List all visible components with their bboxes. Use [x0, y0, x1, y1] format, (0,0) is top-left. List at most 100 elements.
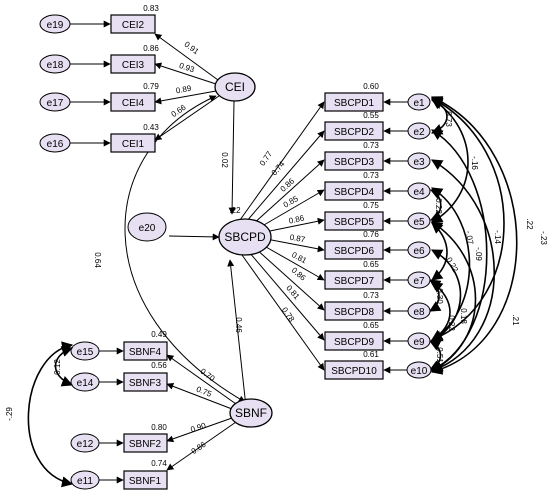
- indicator-label-sbnf3: SBNF3: [129, 378, 162, 389]
- error-label-e9: e9: [413, 337, 425, 348]
- cov-e3-e10: [430, 159, 496, 373]
- path-e20-to-sbcpd: [168, 233, 220, 241]
- cov-e15-e11: [27, 341, 74, 488]
- r2-sbcpd7: 0.65: [363, 260, 379, 269]
- loading-cei-cei2: [154, 33, 219, 81]
- cov-label-e5-e10: -.09: [474, 247, 483, 261]
- loading-label-sbcpd10: 0.78: [280, 306, 297, 324]
- indicator-sbcpd7: [324, 270, 384, 290]
- cov-label-e7-e8: 0.30: [435, 288, 444, 304]
- loading-sbnf-sbnf3: [166, 382, 233, 410]
- latent-label-sbnf: SBNF: [235, 406, 267, 420]
- r2-sbcpd6: 0.76: [363, 230, 379, 239]
- cov-label-e15-e14: 0.12: [53, 359, 62, 375]
- sbnf-measurement-block: e15 e14 e12 e11 SBNF4 0.49 SBNF3 0.56 SB…: [70, 330, 237, 490]
- r2-sbcpd4: 0.73: [363, 171, 379, 180]
- error-label-e12: e12: [77, 439, 94, 450]
- indicator-sbcpd3: [324, 151, 384, 171]
- path-label-sbnf-sbcpd: 0.46: [234, 317, 243, 333]
- error-label-e15: e15: [77, 347, 94, 358]
- loading-label-sbcpd8: 0.86: [290, 266, 308, 283]
- error-label-e19: e19: [47, 20, 64, 31]
- indicator-sbcpd1: [324, 92, 384, 112]
- cov-label-e4-e9: -.07: [464, 230, 475, 246]
- latent-sbnf: [229, 398, 273, 428]
- cov-label-e1-e2: 0.73: [444, 111, 453, 127]
- error-label-e4: e4: [413, 187, 425, 198]
- cov-label-e5-e7: 0.22: [444, 256, 460, 274]
- cov-label-e1-e9: .22: [525, 218, 534, 230]
- error-label-e1: e1: [413, 98, 425, 109]
- indicator-label-cei4: CEI4: [122, 98, 145, 109]
- cov-label-e9-e10: 0.51: [435, 347, 444, 363]
- loading-label-cei2: 0.91: [183, 40, 201, 57]
- loading-label-cei1: 0.66: [170, 103, 188, 119]
- indicator-label-sbcpd2: SBCPD2: [334, 127, 374, 138]
- path-cei-to-sbcpd: [228, 100, 236, 215]
- r2-cei4: 0.79: [143, 82, 159, 91]
- cov-e1-e10: [430, 96, 518, 375]
- r2-sbnf2: 0.80: [151, 423, 167, 432]
- indicator-sbnf4: [123, 341, 168, 361]
- error-e17: [39, 92, 71, 112]
- cov-e5-e10: [431, 221, 477, 372]
- loading-sbcpd-6: [260, 237, 325, 253]
- r2-cei3: 0.86: [143, 44, 159, 53]
- loading-sbcpd-9: [248, 251, 325, 341]
- indicator-label-sbcpd6: SBCPD6: [334, 246, 374, 257]
- loading-label-sbcpd1: 0.77: [258, 149, 275, 167]
- error-e9: [407, 332, 431, 350]
- indicator-cei3: [110, 54, 156, 74]
- error-label-e16: e16: [47, 139, 64, 150]
- error-e1: [407, 93, 431, 111]
- loading-sbcpd-2: [245, 130, 325, 223]
- indicator-label-sbnf1: SBNF1: [129, 476, 162, 487]
- error-label-e5: e5: [413, 217, 425, 228]
- cov-label-e15-e11: -.29: [5, 407, 14, 421]
- r2-sbcpd2: 0.55: [363, 111, 379, 120]
- r2-sbcpd1: 0.60: [363, 82, 379, 91]
- indicator-cei2: [110, 14, 156, 34]
- indicator-sbcpd2: [324, 121, 384, 141]
- cov-e1-e9: [430, 97, 505, 342]
- loading-sbcpd-1: [239, 101, 325, 221]
- cov-label-e1-e5: -.16: [470, 156, 479, 170]
- error-e18: [39, 54, 71, 74]
- error-e6: [407, 241, 431, 259]
- indicator-label-sbcpd5: SBCPD5: [334, 217, 374, 228]
- loading-sbnf-sbnf2: [166, 417, 233, 443]
- cov-label-e6-e9: 0.18: [459, 308, 468, 324]
- error-label-e17: e17: [47, 98, 64, 109]
- error-label-e7: e7: [413, 276, 425, 287]
- indicator-label-sbnf4: SBNF4: [129, 347, 162, 358]
- loading-sbnf-sbnf4: [166, 354, 237, 405]
- loading-label-sbcpd3: 0.86: [279, 176, 297, 193]
- loading-cei-cei4: [154, 90, 217, 105]
- error-e7: [407, 271, 431, 289]
- loading-label-sbcpd6: 0.87: [289, 233, 306, 245]
- loading-label-sbnf3: 0.75: [195, 385, 213, 399]
- cov-label-e3-e10: .21: [511, 314, 520, 326]
- error-e5: [407, 212, 431, 230]
- loading-cei-cei1: [154, 95, 220, 141]
- cov-cei-sbnf: [124, 95, 246, 403]
- loading-label-sbcpd5: 0.86: [288, 213, 306, 225]
- r2-sbnf1: 0.74: [151, 459, 167, 468]
- indicator-label-sbcpd10: SBCPD10: [331, 366, 377, 377]
- cov-e1-e5: [431, 98, 469, 223]
- indicator-label-cei2: CEI2: [122, 20, 145, 31]
- loading-label-sbcpd2: 0.74: [270, 159, 287, 177]
- loading-sbcpd-4: [256, 189, 325, 230]
- indicator-label-sbcpd8: SBCPD8: [334, 307, 374, 318]
- indicator-sbcpd9: [324, 331, 384, 351]
- r2-cei1: 0.43: [143, 123, 159, 132]
- cov-label-e7-e9: 0.22: [447, 315, 456, 331]
- error-label-e11: e11: [77, 476, 93, 487]
- r2-sbcpd3: 0.73: [363, 141, 379, 150]
- r2-sbcpd8: 0.73: [363, 291, 379, 300]
- indicator-sbnf1: [123, 470, 168, 490]
- cov-label-cei-sbnf: 0.64: [93, 252, 102, 268]
- indicator-label-sbcpd3: SBCPD3: [334, 157, 374, 168]
- indicator-label-cei1: CEI1: [122, 139, 145, 150]
- cei-measurement-block: e19 e18 e17 e16 CEI2 0.83 CEI3 0.86 CEI4…: [39, 4, 220, 153]
